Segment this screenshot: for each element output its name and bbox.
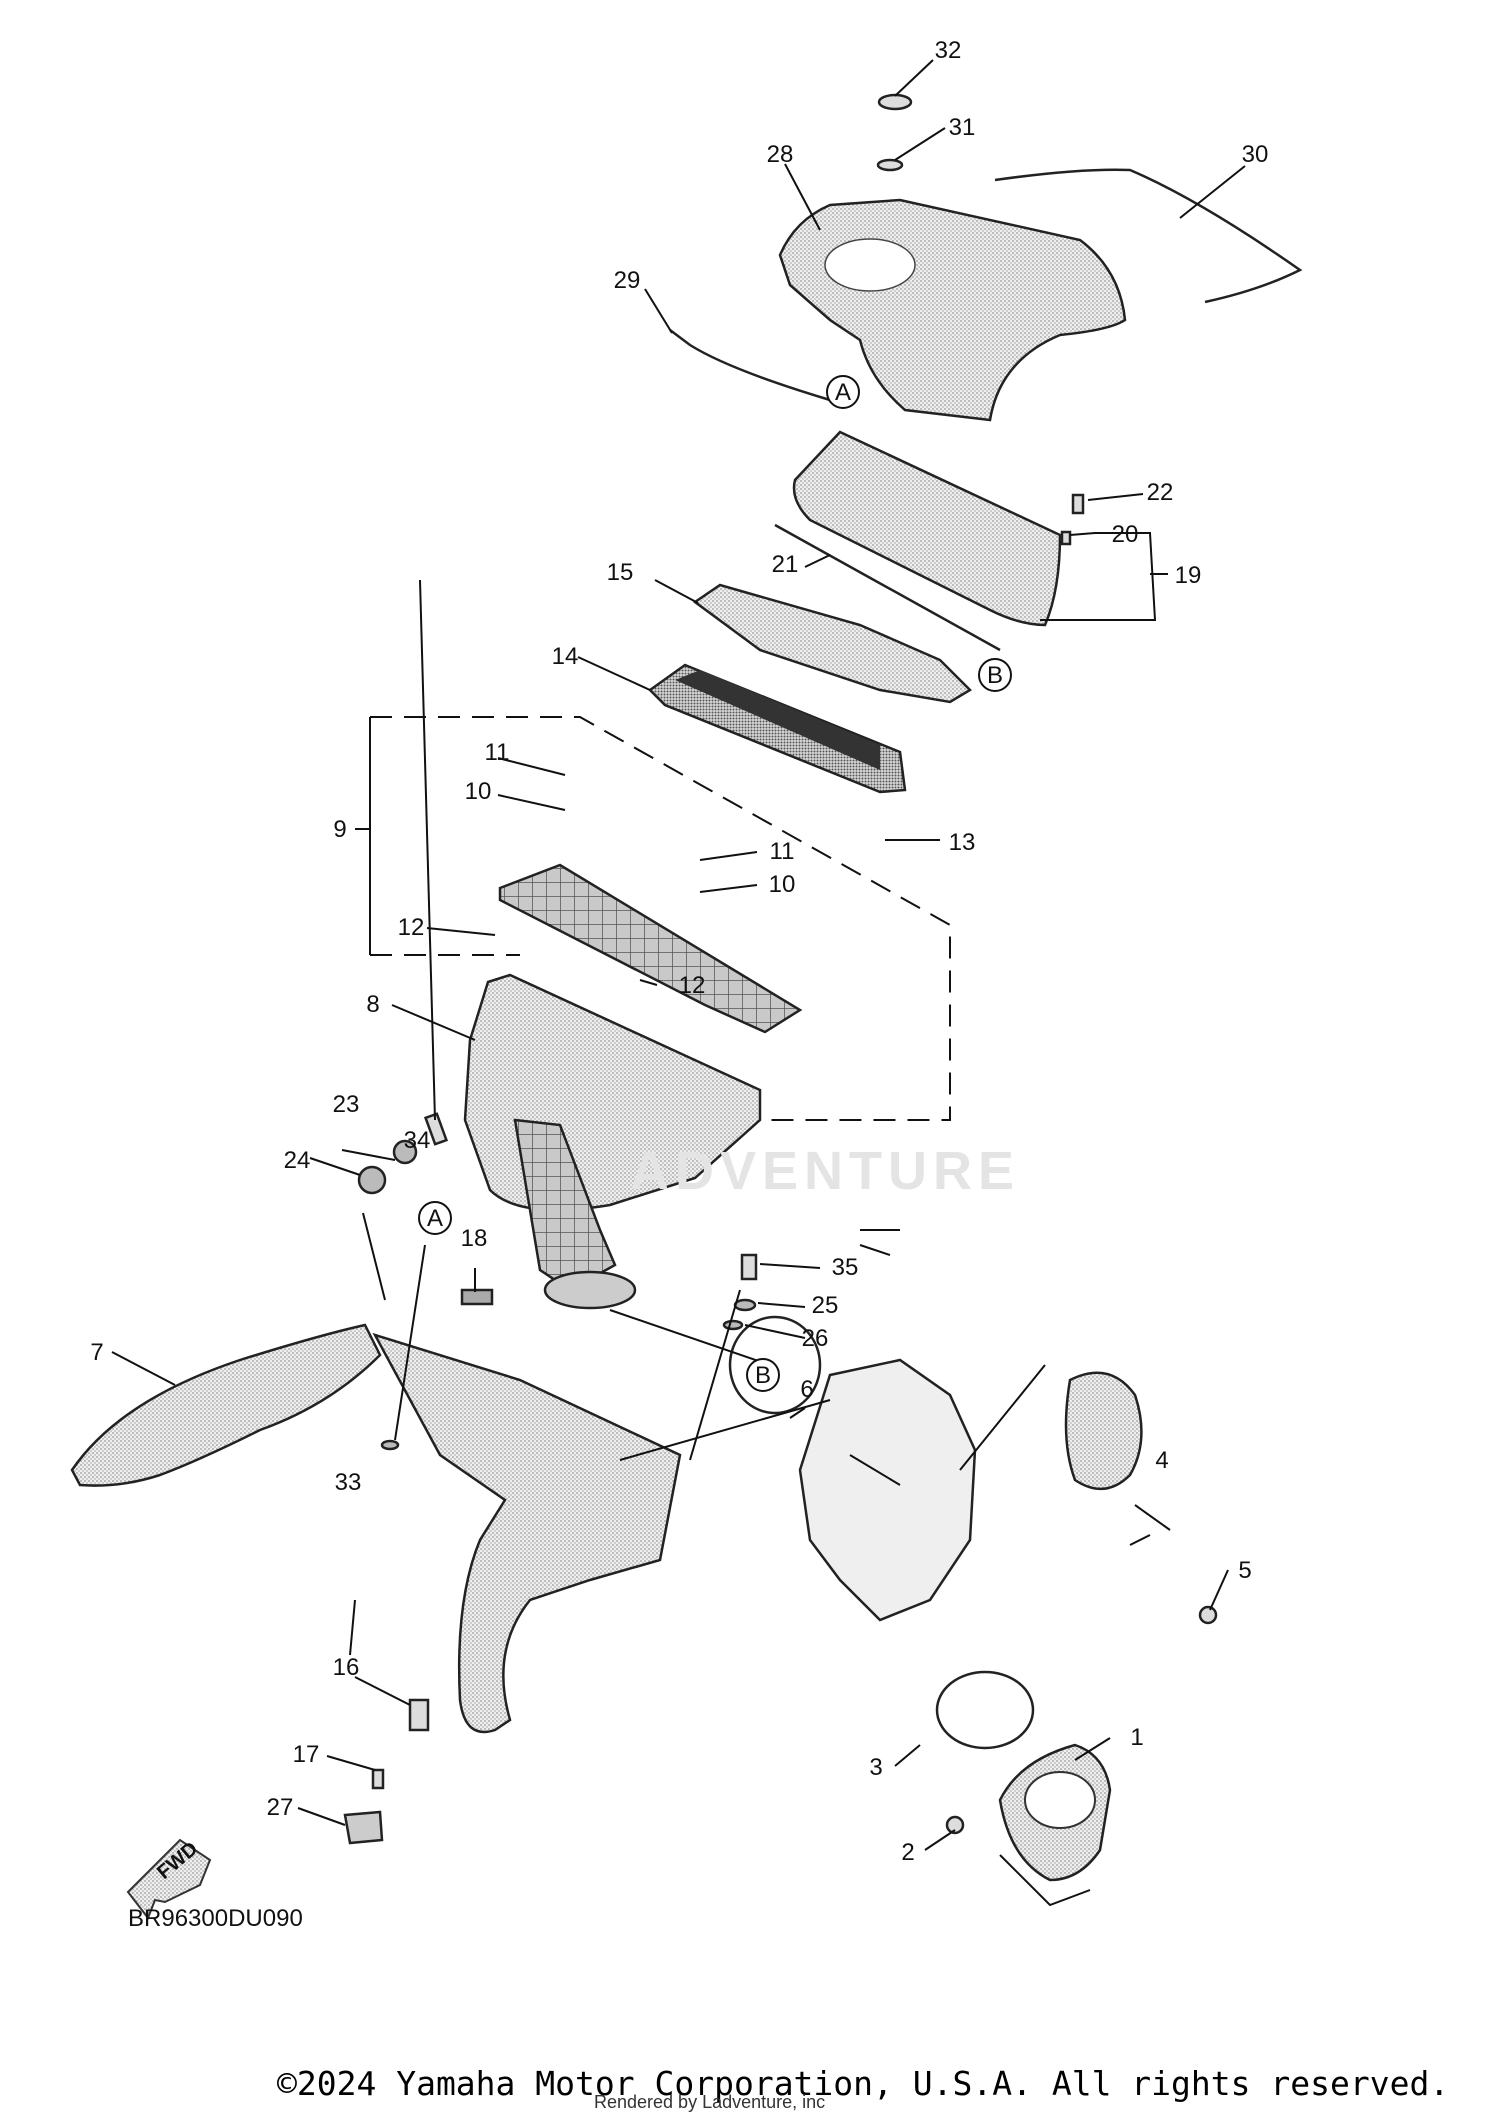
cover-28-recess [824, 238, 916, 292]
callout: 3 [869, 1754, 882, 1781]
callout: 1 [1130, 1724, 1143, 1751]
intake-mouth [543, 1270, 637, 1310]
marker-b: B [755, 1362, 771, 1389]
rod-21 [774, 523, 1001, 652]
grommet-24 [357, 1165, 387, 1195]
grommet-33 [380, 1439, 400, 1451]
callout: 12 [679, 972, 706, 999]
callout: 13 [949, 829, 976, 856]
callout: 33 [335, 1469, 362, 1496]
callout: 17 [293, 1741, 320, 1768]
bolt-17 [371, 1768, 385, 1790]
bolt-5 [1198, 1605, 1218, 1625]
duct-7 [70, 1323, 382, 1487]
callout: 28 [767, 141, 794, 168]
seal-30 [994, 168, 1303, 304]
duct-19 [792, 430, 1062, 627]
callout: 25 [812, 1292, 839, 1319]
callout: 10 [769, 871, 796, 898]
diagram-code: BR96300DU090 [128, 1905, 303, 1932]
bolt-2 [945, 1815, 965, 1835]
callouts: 32 31 28 30 29 22 20 19 21 15 14 11 10 9… [90, 37, 1268, 1866]
callout: 34 [404, 1127, 431, 1154]
marker-a: A [427, 1205, 443, 1232]
rendered-by-text: Rendered by Ladventure, inc [594, 2092, 826, 2112]
callout: 20 [1112, 521, 1139, 548]
bolt-20 [1060, 530, 1072, 546]
callout: 30 [1242, 141, 1269, 168]
grommet-25 [733, 1298, 757, 1312]
lower-duct [372, 1332, 682, 1734]
bolt-22 [1071, 493, 1085, 515]
callout: 27 [267, 1794, 294, 1821]
callout: 32 [935, 37, 962, 64]
callout: 15 [607, 559, 634, 586]
callout: 24 [284, 1147, 311, 1174]
bolt-16 [408, 1698, 430, 1732]
callout: 11 [770, 838, 795, 865]
strip-29 [669, 329, 831, 402]
grid-9 [498, 863, 803, 1034]
marker-a: A [835, 379, 851, 406]
callout: 2 [901, 1839, 914, 1866]
callout: 18 [461, 1225, 488, 1252]
callout: 6 [800, 1376, 813, 1403]
callout: 22 [1147, 479, 1174, 506]
washer-31 [876, 158, 904, 172]
marker-b: B [987, 662, 1003, 689]
clamp-3 [935, 1670, 1035, 1750]
watermark: ADVENTURE [630, 1141, 1021, 1201]
clamp-6 [728, 1315, 822, 1415]
grommet-23 [392, 1139, 418, 1165]
copyright-text: ©2024 Yamaha Motor Corporation, U.S.A. A… [277, 2064, 1450, 2103]
fwd-arrow-icon [126, 1838, 212, 1921]
callout: 19 [1175, 562, 1202, 589]
callout: 21 [772, 551, 799, 578]
washer-26 [722, 1319, 744, 1331]
callout: 10 [465, 778, 492, 805]
callout: 12 [398, 914, 425, 941]
intake-tube [513, 1118, 617, 1292]
callout: 5 [1238, 1557, 1251, 1584]
callout: 4 [1155, 1447, 1168, 1474]
callout: 7 [90, 1339, 103, 1366]
callout: 23 [333, 1091, 360, 1118]
callout: 31 [949, 114, 976, 141]
callout: 16 [333, 1654, 360, 1681]
frame-15 [692, 583, 973, 704]
sensor-4 [1064, 1371, 1143, 1491]
assembly-9-boundary [370, 716, 951, 1121]
callout: 9 [333, 816, 346, 843]
bolt-35 [740, 1253, 758, 1281]
callout: 8 [366, 991, 379, 1018]
callout: 35 [832, 1254, 859, 1281]
bolt-34 [423, 1112, 449, 1146]
filter-14-element [675, 670, 880, 770]
clip-18 [460, 1288, 494, 1306]
throttle-body [798, 1358, 977, 1622]
circle-markers: A B A B [418, 375, 1012, 1392]
callout: 29 [614, 267, 641, 294]
callout: 14 [552, 643, 579, 670]
callout: 26 [802, 1325, 829, 1352]
leader-lines [111, 59, 1246, 1907]
part-27 [343, 1810, 384, 1845]
callout: 11 [485, 739, 510, 766]
plug-32 [877, 93, 913, 111]
boot-1-mouth [1024, 1771, 1096, 1829]
